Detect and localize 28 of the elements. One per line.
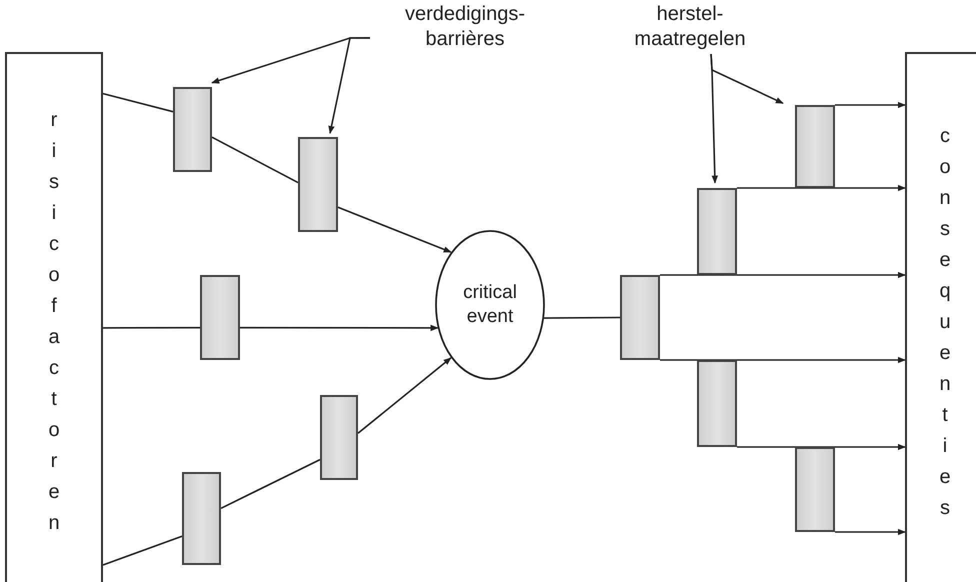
arrow <box>737 184 906 192</box>
side-panel <box>905 52 976 582</box>
barrier-block <box>182 472 221 565</box>
barrier-block <box>173 87 212 172</box>
arrow <box>737 444 906 450</box>
arrow <box>358 357 452 434</box>
arrow <box>338 206 452 253</box>
leader-line <box>710 54 784 104</box>
barrier-block <box>697 360 737 447</box>
event-label: critical event <box>462 281 518 329</box>
arrow <box>835 102 906 108</box>
arrow <box>660 272 906 278</box>
arrow <box>660 356 906 364</box>
callout-label: verdedigings- barrières <box>370 2 560 54</box>
side-panel <box>5 52 103 582</box>
barrier-block <box>320 395 358 480</box>
barrier-block <box>795 105 835 188</box>
vertical-label: consequenties <box>938 124 965 520</box>
barrier-block <box>620 275 660 360</box>
barrier-block <box>298 137 338 232</box>
vertical-label: risicofactoren <box>47 108 74 536</box>
barrier-block <box>200 275 240 360</box>
callout-label: herstel- maatregelen <box>620 2 760 54</box>
arrow <box>835 528 906 536</box>
arrow <box>240 324 439 332</box>
leader-line <box>328 37 370 134</box>
barrier-block <box>795 447 835 532</box>
barrier-block <box>697 188 737 275</box>
